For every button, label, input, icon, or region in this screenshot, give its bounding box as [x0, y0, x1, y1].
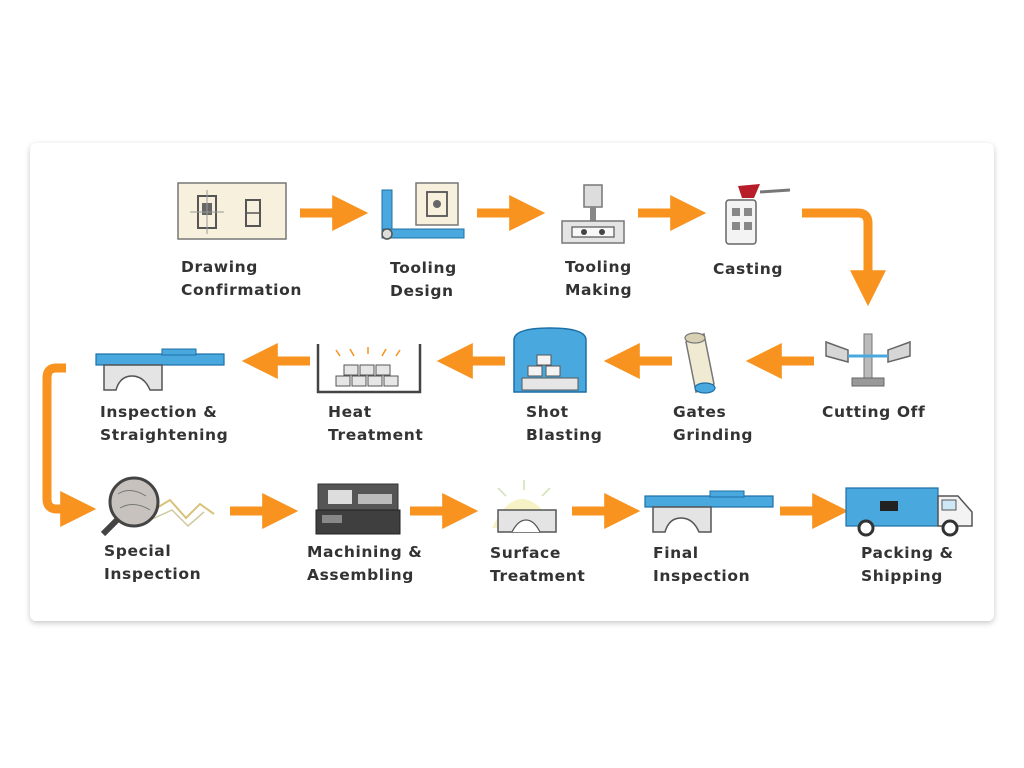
step-label-inspection-straightening: Inspection & Straightening — [100, 401, 228, 447]
step-label-line1: Casting — [713, 260, 784, 278]
step-label-line2: Shipping — [861, 567, 943, 585]
milling-machine-icon — [561, 184, 625, 244]
step-label-drawing-confirmation: Drawing Confirmation — [181, 256, 302, 302]
arrow-9-to-10 — [42, 363, 97, 527]
step-label-line1: Drawing — [181, 258, 258, 276]
step-label-tooling-making: Tooling Making — [565, 256, 632, 302]
step-label-line2: Inspection — [653, 567, 751, 585]
step-label-casting: Casting — [713, 258, 783, 281]
inspection-bench-icon — [644, 490, 774, 533]
ladle-mold-icon — [725, 184, 791, 245]
step-label-line2: Blasting — [526, 426, 603, 444]
step-label-line1: Inspection & — [100, 403, 218, 421]
step-label-line2: Straightening — [100, 426, 229, 444]
step-label-line1: Final — [653, 544, 699, 562]
step-label-tooling-design: Tooling Design — [390, 257, 457, 303]
step-label-packing-shipping: Packing & Shipping — [861, 542, 954, 588]
step-label-surface-treatment: Surface Treatment — [490, 542, 585, 588]
coating-icon — [492, 480, 557, 533]
step-label-shot-blasting: Shot Blasting — [526, 401, 602, 447]
step-label-line1: Surface — [490, 544, 561, 562]
step-label-line2: Design — [390, 282, 454, 300]
furnace-icon — [316, 344, 422, 394]
blasting-chamber-icon — [513, 327, 587, 393]
press-icon — [95, 348, 225, 391]
step-label-cutting-off: Cutting Off — [822, 401, 925, 424]
cutting-saw-icon — [825, 333, 911, 387]
step-label-line1: Tooling — [565, 258, 632, 276]
step-label-line1: Packing & — [861, 544, 954, 562]
step-label-line2: Inspection — [104, 565, 202, 583]
grinding-roller-icon — [684, 332, 716, 394]
step-label-line1: Heat — [328, 403, 372, 421]
step-label-line1: Special — [104, 542, 172, 560]
arrow-4-to-5 — [802, 208, 886, 307]
step-label-line2: Treatment — [328, 426, 424, 444]
step-label-final-inspection: Final Inspection — [653, 542, 750, 588]
step-label-line1: Machining & — [307, 543, 423, 561]
step-label-line2: Assembling — [307, 566, 414, 584]
magnifier-icon — [100, 476, 215, 537]
step-label-line2: Making — [565, 281, 633, 299]
step-label-line2: Grinding — [673, 426, 754, 444]
step-label-heat-treatment: Heat Treatment — [328, 401, 423, 447]
drafting-tool-icon — [381, 182, 465, 240]
step-label-special-inspection: Special Inspection — [104, 540, 201, 586]
step-label-line1: Shot — [526, 403, 569, 421]
flow-arrows — [42, 195, 886, 529]
step-label-line1: Cutting Off — [822, 403, 926, 421]
blueprint-icon — [177, 182, 287, 240]
step-label-line1: Gates — [673, 403, 727, 421]
truck-icon — [845, 487, 973, 537]
step-label-line2: Confirmation — [181, 281, 302, 299]
lathe-icon — [315, 483, 401, 535]
step-label-machining-assembling: Machining & Assembling — [307, 541, 422, 587]
step-label-gates-grinding: Gates Grinding — [673, 401, 753, 447]
step-label-line2: Treatment — [490, 567, 586, 585]
step-label-line1: Tooling — [390, 259, 457, 277]
